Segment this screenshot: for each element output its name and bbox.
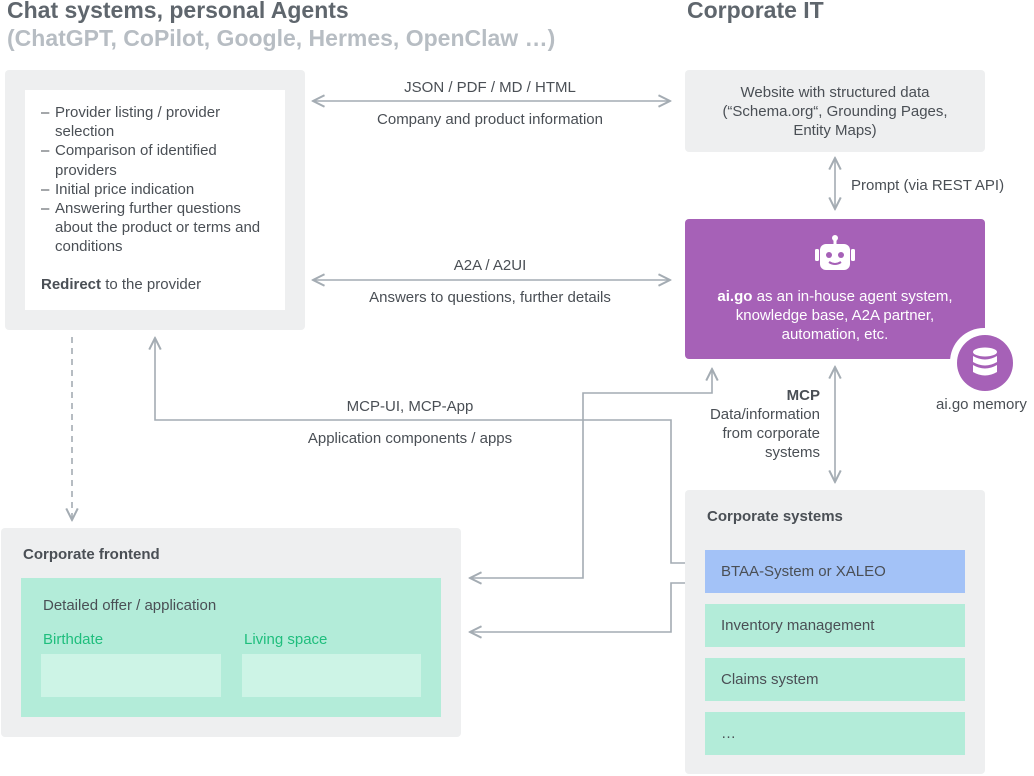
redirect-rest: to the provider: [101, 276, 202, 293]
mcp-line2: from corporate: [722, 425, 820, 442]
aigo-name: ai.go: [717, 288, 753, 305]
website-box: Website with structured data (“Schema.or…: [685, 70, 985, 152]
website-line3: Entity Maps): [793, 122, 877, 139]
corporate-frontend-title: Corporate frontend: [23, 546, 160, 563]
website-line2: (“Schema.org“, Grounding Pages,: [722, 103, 948, 120]
living-space-label: Living space: [244, 631, 328, 648]
json-arrow-bottom-label: Company and product information: [377, 111, 603, 128]
json-arrow-top-label: JSON / PDF / MD / HTML: [404, 79, 576, 96]
corporate-systems-title: Corporate systems: [707, 508, 843, 525]
a2a-arrow-top-label: A2A / A2UI: [453, 257, 527, 274]
list-item: Initial price indication: [41, 180, 271, 199]
birthdate-label: Birthdate: [43, 631, 104, 648]
redirect-text: Redirect to the provider: [41, 276, 201, 293]
list-item: Comparison of identified providers: [41, 141, 271, 179]
system-claims: Claims system: [705, 658, 965, 701]
birthdate-input[interactable]: [41, 654, 221, 697]
aigo-box: ai.go as an in-house agent system, knowl…: [685, 219, 985, 359]
mcp-ui-top-label: MCP-UI, MCP-App: [346, 398, 474, 415]
redirect-bold: Redirect: [41, 276, 102, 293]
left-header-subtitle: (ChatGPT, CoPilot, Google, Hermes, OpenC…: [7, 25, 556, 51]
memory-label: ai.go memory: [936, 396, 1027, 413]
aigo-line1: as an in-house agent system,: [752, 288, 953, 305]
mcp-title: MCP: [786, 387, 820, 404]
offer-title: Detailed offer / application: [43, 597, 217, 614]
aigo-description: ai.go as an in-house agent system, knowl…: [685, 287, 985, 344]
robot-icon: [815, 235, 855, 270]
a2a-arrow-bottom-label: Answers to questions, further details: [369, 289, 611, 306]
left-header-title: Chat systems, personal Agents: [7, 0, 349, 23]
aigo-line2: knowledge base, A2A partner,: [735, 307, 935, 324]
mcp-label: MCP Data/information from corporate syst…: [660, 386, 820, 462]
system-btaa: BTAA-System or XALEO: [705, 550, 965, 593]
chat-capabilities-list: Provider listing / provider selection Co…: [41, 103, 271, 257]
systems-frontend-arrow: [470, 583, 698, 632]
prompt-label: Prompt (via REST API): [851, 177, 1005, 194]
right-header-title: Corporate IT: [687, 0, 824, 23]
system-more: …: [705, 712, 965, 755]
mcp-line1: Data/information: [709, 406, 820, 423]
system-inventory: Inventory management: [705, 604, 965, 647]
aigo-line3: automation, etc.: [781, 326, 889, 343]
website-line1: Website with structured data: [740, 84, 930, 101]
mcp-ui-bottom-label: Application components / apps: [307, 430, 513, 447]
chat-systems-card: Provider listing / provider selection Co…: [25, 90, 285, 310]
memory-circle: [957, 335, 1013, 391]
list-item: Provider listing / provider selection: [41, 103, 271, 141]
list-item: Answering further questions about the pr…: [41, 199, 271, 257]
database-icon: [973, 347, 997, 376]
mcp-line3: systems: [764, 444, 820, 461]
living-space-input[interactable]: [242, 654, 421, 697]
offer-form: Detailed offer / application Birthdate L…: [21, 578, 441, 717]
